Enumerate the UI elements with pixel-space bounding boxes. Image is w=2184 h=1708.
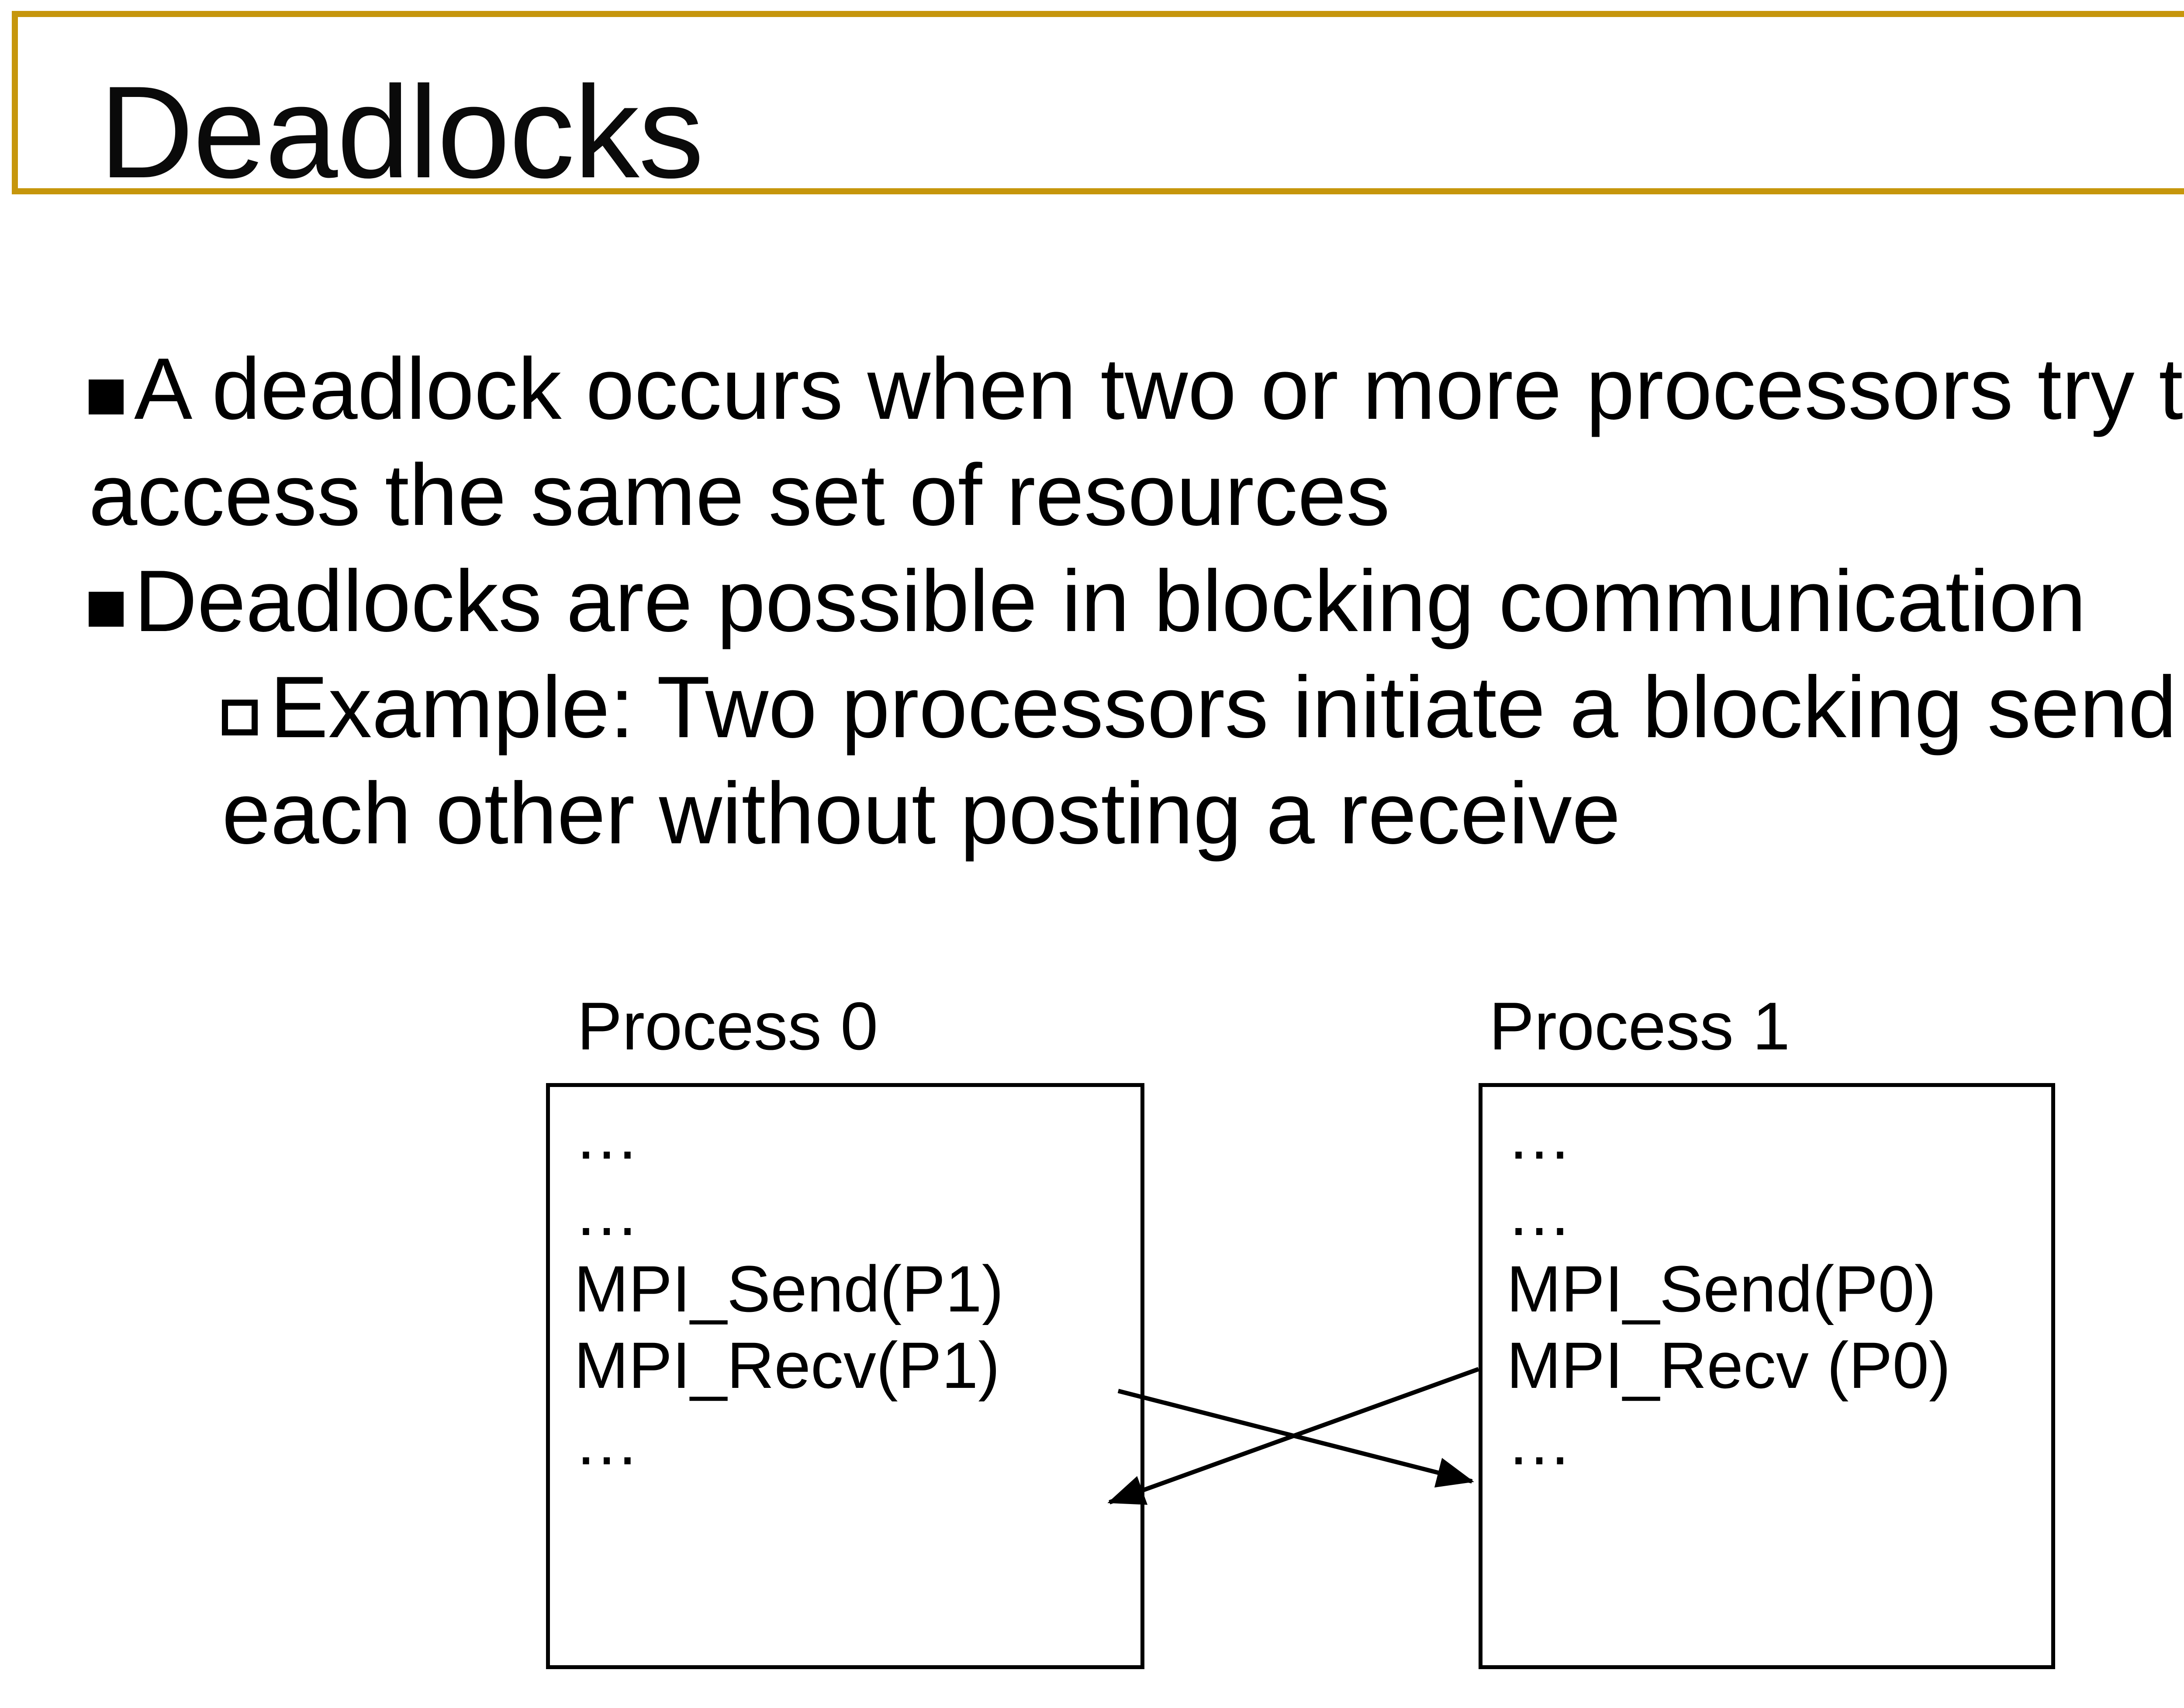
code-line: MPI_Send(P0) [1507, 1252, 1936, 1325]
bullet-text: each other without posting a receive [222, 765, 1621, 862]
hollow-square-bullet-icon [222, 700, 258, 735]
bullet-line: Deadlocks are possible in blocking commu… [0, 548, 2184, 654]
filled-square-bullet-icon [89, 380, 124, 414]
arrow-p0-to-p1 [1117, 1389, 1474, 1488]
process-1-label: Process 1 [1489, 988, 1790, 1064]
process-1-code: … … MPI_Send(P0) MPI_Recv (P0) … [1482, 1087, 2051, 1480]
bullet-text: Deadlocks are possible in blocking commu… [134, 552, 2086, 650]
bullet-list: A deadlock occurs when two or more proce… [0, 336, 2184, 866]
code-line: MPI_Recv (P0) [1507, 1328, 1951, 1402]
bullet-text: Example: Two processors initiate a block… [270, 659, 2184, 756]
bullet-line-wrap: access the same set of resources [0, 442, 2184, 548]
process-0-box: … … MPI_Send(P1) MPI_Recv(P1) … [546, 1083, 1144, 1669]
filled-square-bullet-icon [89, 592, 124, 627]
code-line: … [574, 1405, 639, 1478]
code-line: … [574, 1176, 639, 1249]
code-line: MPI_Send(P1) [574, 1252, 1004, 1325]
code-line: … [1507, 1405, 1572, 1478]
arrow-p1-to-p0 [1107, 1367, 1479, 1505]
sub-bullet-line-wrap: each other without posting a receive [0, 760, 2184, 866]
code-line: … [1507, 1176, 1572, 1249]
process-0-label: Process 0 [577, 988, 878, 1064]
title-border-box [12, 11, 2184, 194]
code-line: MPI_Recv(P1) [574, 1328, 1000, 1402]
sub-bullet-line: Example: Two processors initiate a block… [0, 654, 2184, 760]
bullet-line: A deadlock occurs when two or more proce… [0, 336, 2184, 442]
process-0-code: … … MPI_Send(P1) MPI_Recv(P1) … [550, 1087, 1140, 1480]
page-title: Deadlocks [99, 59, 704, 205]
code-line: … [574, 1099, 639, 1173]
bullet-text: A deadlock occurs when two or more proce… [134, 340, 2184, 438]
code-line: … [1507, 1099, 1572, 1173]
bullet-text: access the same set of resources [89, 446, 1390, 544]
process-1-box: … … MPI_Send(P0) MPI_Recv (P0) … [1479, 1083, 2055, 1669]
